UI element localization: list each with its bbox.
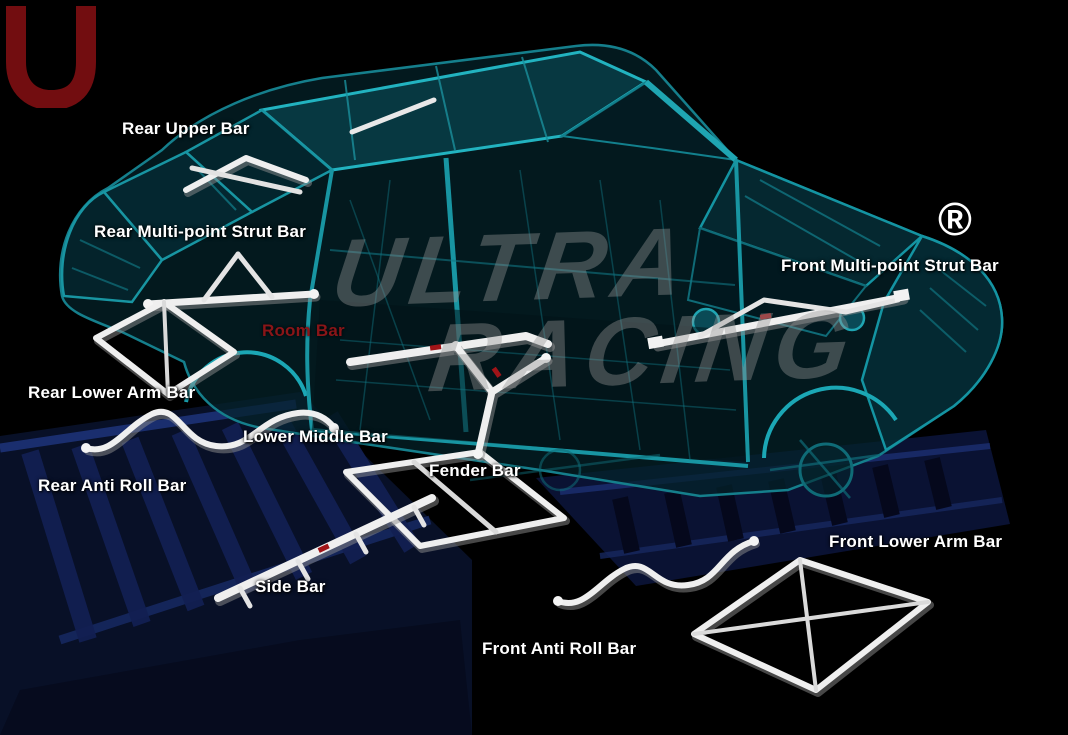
label-fender-bar: Fender Bar bbox=[429, 461, 521, 480]
ultra-racing-logo-icon bbox=[6, 6, 96, 108]
label-front-lower-arm-bar: Front Lower Arm Bar bbox=[829, 532, 1003, 551]
side-bar-art bbox=[214, 494, 439, 609]
front-multi-point-strut-bar-art bbox=[647, 288, 910, 352]
label-rear-upper-bar: Rear Upper Bar bbox=[122, 119, 250, 138]
ultra-racing-badge bbox=[491, 366, 502, 378]
ultra-racing-badge bbox=[759, 312, 772, 320]
label-rear-anti-roll-bar: Rear Anti Roll Bar bbox=[38, 476, 187, 495]
front-anti-roll-bar-art bbox=[553, 536, 760, 610]
rear-multi-point-strut-bar-art bbox=[143, 251, 321, 312]
bars-art bbox=[81, 97, 934, 697]
room-bar-art bbox=[346, 332, 555, 370]
label-rear-multi-point-strut-bar: Rear Multi-point Strut Bar bbox=[94, 222, 307, 241]
ultra-racing-badge bbox=[429, 344, 442, 351]
fender-bar-art bbox=[451, 341, 553, 462]
rear-upper-bar-art bbox=[183, 97, 437, 197]
registered-trademark-symbol: ® bbox=[938, 193, 972, 245]
label-rear-lower-arm-bar: Rear Lower Arm Bar bbox=[28, 383, 196, 402]
label-lower-middle-bar: Lower Middle Bar bbox=[243, 427, 388, 446]
label-front-anti-roll-bar: Front Anti Roll Bar bbox=[482, 639, 637, 658]
label-front-multi-point-strut-bar: Front Multi-point Strut Bar bbox=[781, 256, 999, 275]
label-side-bar: Side Bar bbox=[255, 577, 326, 596]
rear-lower-arm-bar-art bbox=[93, 299, 240, 401]
car-body-art bbox=[58, 43, 1004, 499]
rear-anti-roll-bar-art bbox=[81, 408, 340, 457]
ultra-racing-badge bbox=[317, 543, 330, 553]
label-room-bar: Room Bar bbox=[262, 321, 345, 340]
front-lower-arm-bar-art bbox=[691, 557, 934, 697]
